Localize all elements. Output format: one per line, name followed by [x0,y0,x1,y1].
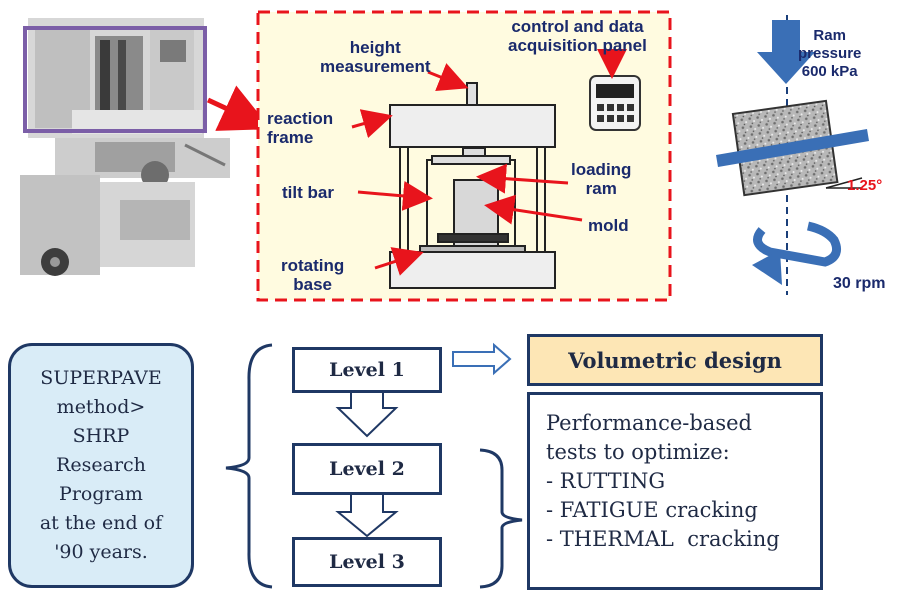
rotation-arrow [752,250,782,285]
right-arrow [452,342,512,376]
label-mold: mold [588,216,629,235]
left-brace [225,343,273,589]
down-arrow-1 [335,387,399,438]
method-box: SUPERPAVE method> SHRP Research Program … [8,343,194,588]
level-3-box: Level 3 [292,537,442,587]
level-2-box: Level 2 [292,443,442,495]
pointer-arrow [206,85,272,131]
label-arrows [351,49,627,276]
gyration-schematic [716,15,869,295]
tilt-plate [716,129,869,167]
ram-pressure-arrow [757,20,815,84]
label-ram-pressure: Ram pressure 600 kPa [798,27,862,80]
label-loading-ram: loading ram [571,160,632,198]
performance-title: Performance-based tests to optimize: [546,411,752,464]
down-arrow-2 [335,493,399,538]
label-angle: 1.25° [847,177,883,194]
performance-item-thermal: - THERMAL cracking [546,527,780,551]
compactor-machine-illustration [20,18,230,276]
right-brace [479,448,523,589]
performance-item-fatigue: - FATIGUE cracking [546,498,758,522]
label-rotating-base: rotating base [281,256,345,294]
label-tilt-bar: tilt bar [282,183,334,202]
label-height-measurement: height measurement [320,38,431,76]
label-speed: 30 rpm [833,275,886,292]
label-control-panel: control and data acquisition panel [508,17,647,55]
highlight-frame [23,26,207,133]
volumetric-design-box: Volumetric design [527,334,823,386]
performance-box: Performance-based tests to optimize: - R… [527,392,823,590]
label-reaction-frame: reaction frame [267,109,334,147]
level-1-box: Level 1 [292,347,442,393]
performance-item-rutting: - RUTTING [546,469,666,493]
control-panel-icon [589,75,641,131]
